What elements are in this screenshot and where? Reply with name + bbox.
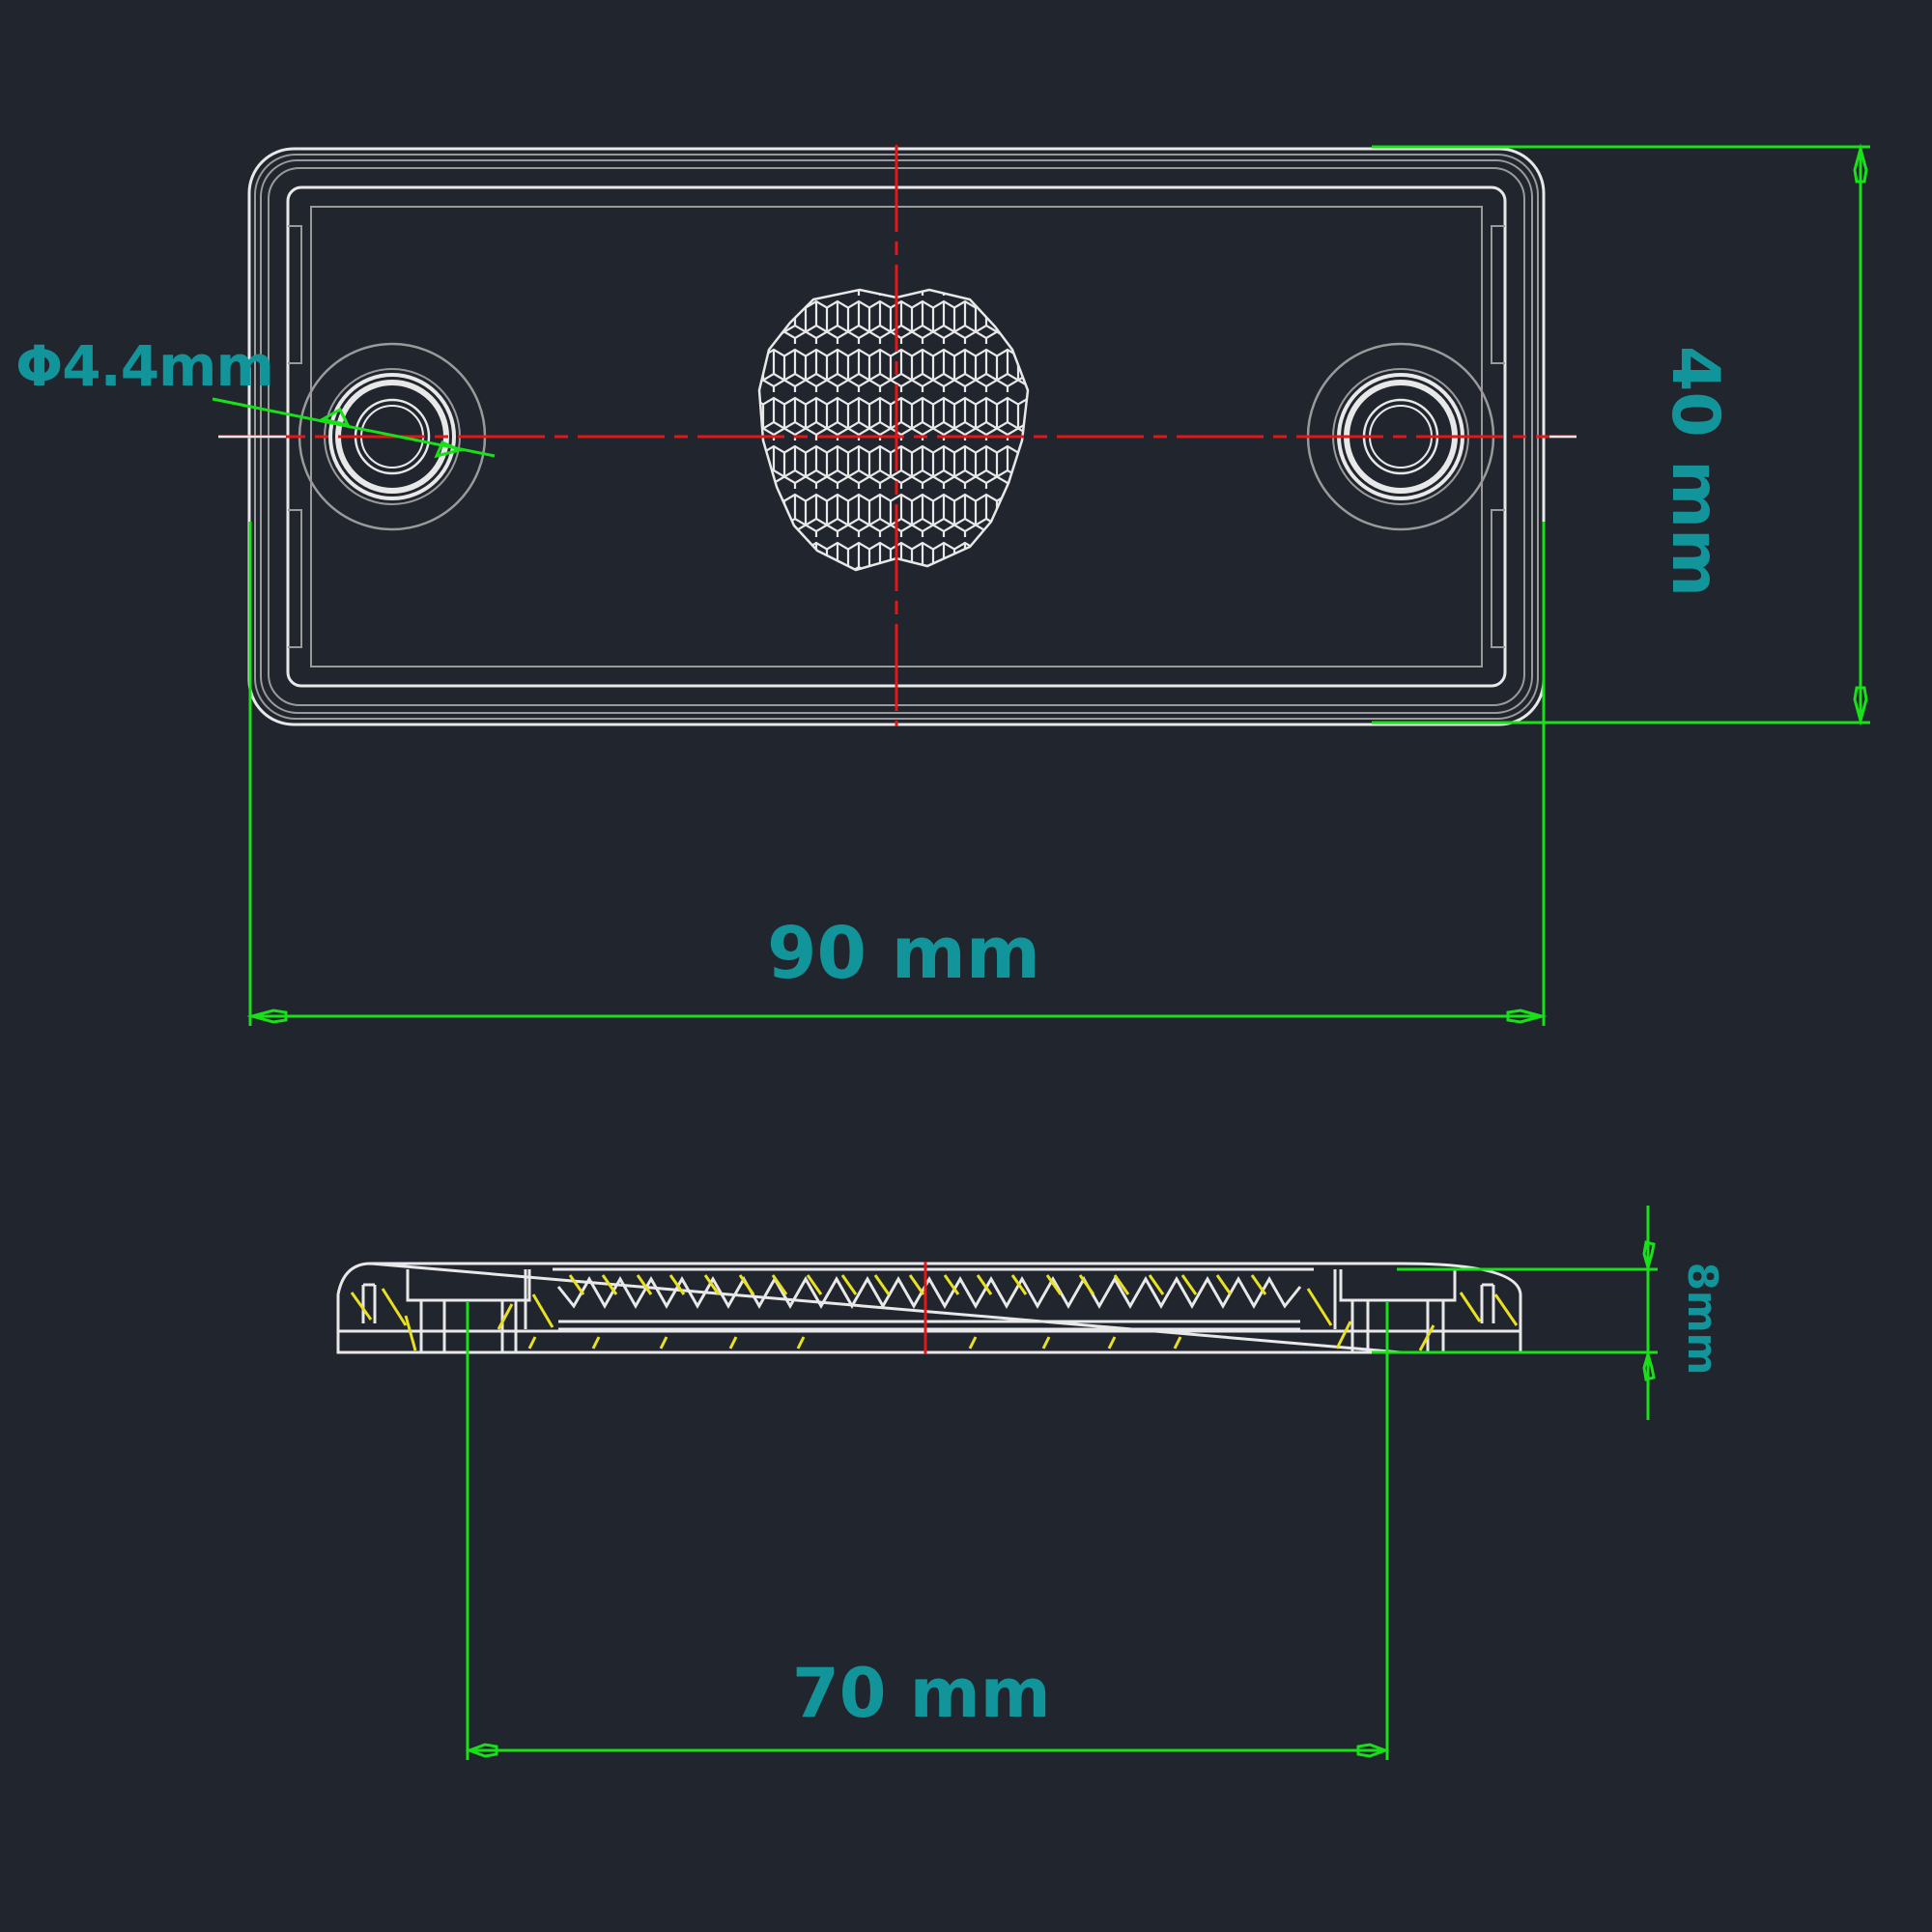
dimension-thickness-8mm — [1372, 1206, 1658, 1420]
dimension-hole-diameter-leader — [212, 397, 496, 459]
top-view — [212, 143, 1870, 1026]
side-profile — [336, 1262, 1522, 1354]
prismatic-reflector — [757, 288, 1030, 572]
hole-diameter-label: Φ4.4mm — [15, 333, 274, 399]
section-hatching — [350, 1274, 1519, 1351]
height-dimension-label: 40 mm — [1657, 346, 1733, 598]
hole-spacing-dimension-label: 70 mm — [792, 1654, 1051, 1733]
side-view — [336, 1206, 1658, 1760]
centerlines — [218, 145, 1577, 726]
thickness-dimension-label: 8mm — [1679, 1262, 1726, 1376]
dimension-height-40mm — [1372, 143, 1870, 726]
dimension-width-90mm — [246, 522, 1548, 1026]
width-dimension-label: 90 mm — [767, 912, 1040, 995]
dimension-hole-spacing-70mm — [465, 1302, 1390, 1760]
